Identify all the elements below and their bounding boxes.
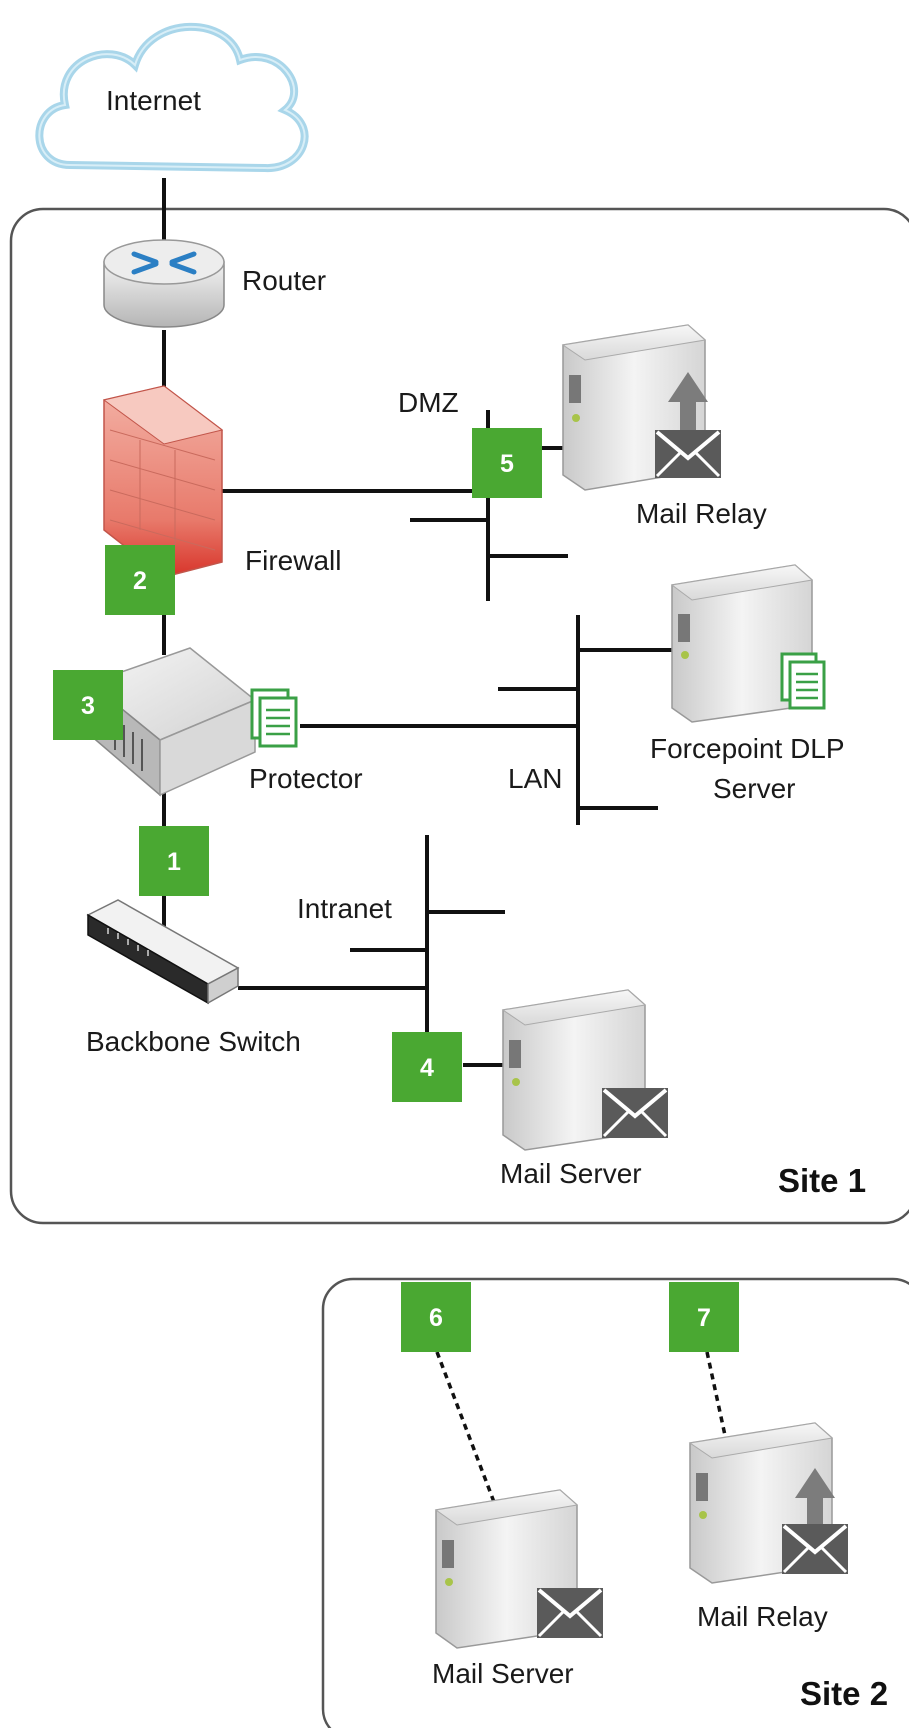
svg-text:1: 1 (167, 848, 181, 876)
site2-mail-server-icon (434, 1489, 603, 1649)
badge-7: 7 (669, 1282, 739, 1352)
lan-label: LAN (508, 763, 562, 794)
backbone-switch-label: Backbone Switch (86, 1026, 301, 1057)
firewall-label: Firewall (245, 545, 341, 576)
backbone-switch-icon (86, 899, 240, 1005)
connection-lines (162, 178, 675, 1068)
site2-mail-relay-icon (688, 1422, 848, 1584)
badge-6: 6 (401, 1282, 471, 1352)
badge-4: 4 (392, 1032, 462, 1102)
dlp-server-label-line1: Forcepoint DLP (650, 733, 845, 764)
protector-label: Protector (249, 763, 363, 794)
svg-text:6: 6 (429, 1304, 443, 1332)
dlp-server-label-line2: Server (713, 773, 795, 804)
badge-2: 2 (105, 545, 175, 615)
document-icon (250, 688, 298, 748)
badge-5: 5 (472, 428, 542, 498)
site1-label: Site 1 (778, 1162, 866, 1199)
svg-text:7: 7 (697, 1304, 711, 1332)
intranet-label: Intranet (297, 893, 392, 924)
badge-3: 3 (53, 670, 123, 740)
internet-cloud-icon (35, 22, 309, 173)
site2-frame (321, 1277, 909, 1728)
site2-label: Site 2 (800, 1675, 888, 1712)
router-icon (103, 239, 225, 328)
dmz-label: DMZ (398, 387, 459, 418)
mail-relay-server-icon (561, 324, 721, 491)
svg-text:2: 2 (133, 567, 147, 595)
svg-text:4: 4 (420, 1054, 434, 1082)
dlp-document-icon (780, 652, 826, 710)
svg-text:5: 5 (500, 450, 514, 478)
router-label: Router (242, 265, 326, 296)
site2-mail-server-label: Mail Server (432, 1658, 574, 1689)
site2-mail-relay-label: Mail Relay (697, 1601, 828, 1632)
internet-label: Internet (106, 85, 201, 116)
mail-server-label: Mail Server (500, 1158, 642, 1189)
site1-frame (9, 207, 909, 1225)
svg-text:3: 3 (81, 692, 95, 720)
badge-1: 1 (139, 826, 209, 896)
mail-relay-label: Mail Relay (636, 498, 767, 529)
site2-dotted-links (435, 1351, 728, 1503)
dlp-server-icon (670, 564, 814, 723)
firewall-icon (102, 385, 224, 578)
mail-server-icon (501, 989, 668, 1151)
